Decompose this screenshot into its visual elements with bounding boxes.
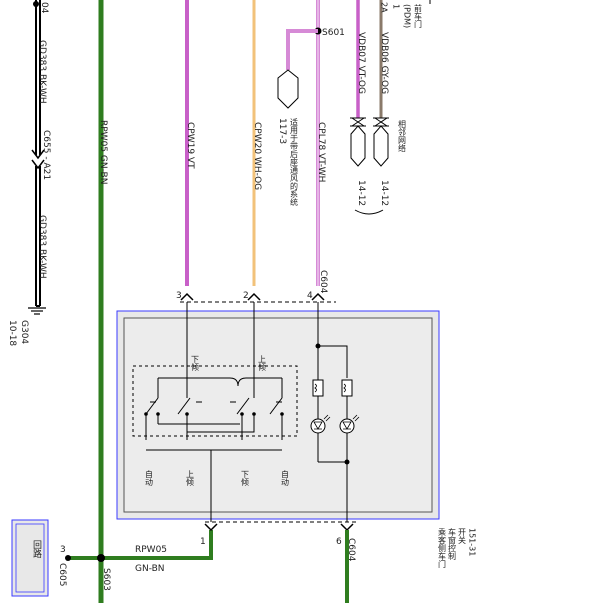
- c604-pin1: 1: [200, 537, 206, 547]
- inline-connector-arrow: [31, 149, 45, 160]
- cpw20-label: CPW20 WH-OG: [252, 122, 262, 190]
- vdb07-ref-label: 14-12: [356, 180, 366, 206]
- led-2-diode: [342, 421, 352, 430]
- top-right-label-1: 前车门: [414, 3, 423, 29]
- switch-label-up: 上倾: [258, 355, 267, 372]
- return-box-inner: [15, 523, 45, 593]
- led-2-rays: [352, 414, 360, 422]
- position-auto-left: 自动: [145, 469, 154, 487]
- position-auto-right: 自动: [281, 469, 290, 487]
- c604-pin3-arrow: [180, 292, 194, 301]
- cpw20-circuit: CPW20 WH-OG: [252, 0, 262, 286]
- vdb06-break-symbol: [373, 117, 389, 127]
- inline-connector-arrow-2: [31, 159, 45, 170]
- cpl78-circuit: S601 117-3 适用于带后座通风的系统 CPL78 VT-WH: [277, 0, 345, 286]
- vdb07-break-symbol: [350, 117, 366, 127]
- cpl78-label: CPL78 VT-WH: [316, 122, 326, 182]
- c604-pin1-arrow: [204, 523, 218, 532]
- resistor-1-zigzag: [314, 383, 317, 393]
- ground-connector-label: C655 - A21: [41, 130, 51, 180]
- ref-117-label: 117-3: [277, 118, 287, 144]
- rpw05-h-color-label: GN-BN: [135, 564, 165, 574]
- position-leads: [145, 414, 283, 440]
- c604-pin2: 2: [243, 291, 249, 301]
- cpw19-label: CPW19 VT: [185, 122, 195, 169]
- c604-pin6-arrow: [340, 523, 354, 532]
- position-down: 下倾: [241, 470, 250, 487]
- window-switch-component: 下倾 上倾 自动 上倾 下倾 自动: [116, 302, 477, 569]
- c604-pin2-arrow: [247, 292, 261, 301]
- top-right-num: 1: [392, 4, 401, 9]
- switch-common-bus: [158, 377, 282, 387]
- c604-top-label: C604: [318, 270, 328, 294]
- switch-dashed-group: [132, 365, 298, 437]
- vdb07-label: VDB07 VT-OG: [356, 32, 366, 94]
- top-right-label-2: (PDM): [403, 4, 412, 28]
- ground-wire-top-label: GD383 BK-WH: [37, 40, 47, 104]
- vdb06-label: VDB06 GY-OG: [379, 32, 389, 94]
- top-connector-label: 04: [39, 2, 49, 14]
- ref-117-text: 适用于带后座通风的系统: [290, 117, 299, 207]
- vdb07-ref-connector: [350, 125, 366, 167]
- c605-pin-dot: [65, 555, 71, 561]
- switch-contact-1: [145, 397, 159, 415]
- c604-pin6: 6: [336, 537, 342, 547]
- switch-contact-2: [177, 397, 191, 415]
- c605-pin-number: 3: [60, 545, 66, 555]
- led-supply-node: [315, 343, 321, 349]
- s601-branch-wire: [286, 29, 318, 70]
- rpw05-h-circuit-label: RPW05: [135, 545, 167, 555]
- splice-s603-dot: [97, 554, 105, 562]
- switch-contact-4: [269, 397, 283, 415]
- led-1-rays: [323, 414, 331, 422]
- ground-circuit: 04 GD383 BK-WH C655 - A21 GD383 BK-WH G3…: [7, 0, 51, 346]
- ground-id-label: G304: [19, 320, 29, 344]
- component-name-2: 车窗控制: [448, 527, 457, 561]
- component-name-3: 开关: [458, 528, 467, 545]
- c604-pin4: 4: [307, 291, 313, 301]
- led-1-icon: [310, 418, 326, 434]
- led-branch-top: [318, 345, 348, 378]
- switch-inner-box: [123, 317, 433, 513]
- c604-bottom-label: C604: [346, 538, 356, 562]
- return-box: [11, 519, 49, 597]
- vdb-circuits: VDB07 VT-OG VDB06 GY-OG 2A 前车门 (PDM) 1 1…: [350, 0, 423, 215]
- splice-s601-label: S601: [322, 28, 345, 38]
- vdb06-ref-connector: [373, 125, 389, 167]
- switch-label-down: 下倾: [191, 355, 200, 372]
- ref-117-connector: [277, 69, 299, 109]
- rpw05-circuit: RPW05 GN-BN S603 RPW05 GN-BN 3 C605 回路: [11, 0, 213, 603]
- nearby-network-label: 相邻网络: [398, 119, 407, 153]
- rpw05-vertical-label: RPW05 GN-BN: [98, 120, 108, 184]
- ground-ref-label: 10-18: [7, 320, 17, 346]
- cpw19-circuit: CPW19 VT: [185, 0, 195, 286]
- return-box-label: 回路: [31, 540, 42, 559]
- led-2-icon: [339, 418, 355, 434]
- top-right-2a: 2A: [380, 2, 389, 13]
- vdb06-ref-label: 14-12: [379, 180, 389, 206]
- contact-link-up: [186, 414, 255, 433]
- led-1-diode: [313, 421, 323, 430]
- led-return-node: [344, 459, 350, 465]
- resistor-2-zigzag: [343, 383, 346, 393]
- splice-s603-label: S603: [101, 568, 111, 591]
- brace: [354, 209, 384, 215]
- position-up: 上倾: [186, 470, 195, 487]
- ground-wire-bottom-label: GD383 BK-WH: [37, 215, 47, 279]
- c604-pin3: 3: [176, 291, 182, 301]
- switch-contact-3: [236, 397, 250, 415]
- component-name-1: 乘客侧车门: [438, 527, 447, 569]
- c604-pin4-arrow: [311, 292, 325, 301]
- component-ref: 151-31: [468, 528, 477, 556]
- c605-connector-label: C605: [57, 563, 67, 586]
- contact-link-down: [157, 414, 243, 425]
